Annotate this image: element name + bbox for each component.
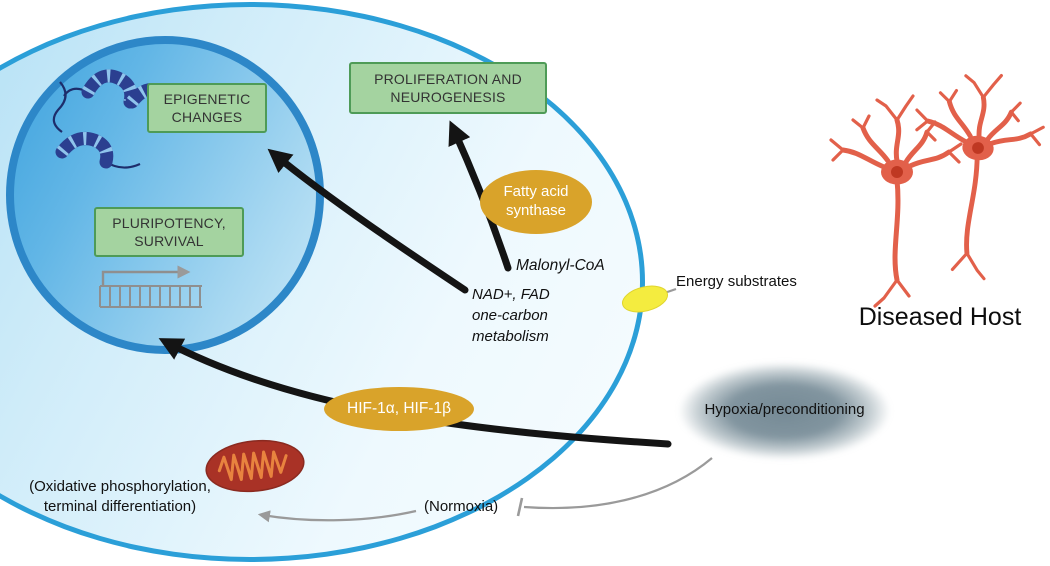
proliferation-neurogenesis-box: PROLIFERATION AND NEUROGENESIS	[349, 62, 547, 114]
diseased-neurons-icon	[829, 73, 1045, 308]
diseased-host-label: Diseased Host	[858, 303, 1022, 331]
hif-pill: HIF-1α, HIF-1β	[324, 387, 474, 431]
epigenetic-changes-box: EPIGENETIC CHANGES	[147, 83, 267, 133]
inhibition-hypoxia-to-normoxia	[516, 457, 713, 517]
pluripotency-survival-label: PLURIPOTENCY, SURVIVAL	[112, 214, 226, 249]
proliferation-neurogenesis-label: PROLIFERATION AND NEUROGENESIS	[374, 70, 522, 105]
fatty-acid-synthase-pill: Fatty acid synthase	[480, 170, 592, 234]
arrow-metabolism-to-epigenetic	[267, 148, 469, 294]
malonyl-coa-label: Malonyl-CoA	[516, 257, 605, 274]
arrow-normoxia-to-oxphos	[257, 509, 417, 523]
oxidative-phosphorylation-label: (Oxidative phosphorylation, terminal dif…	[29, 478, 211, 516]
hif-label: HIF-1α, HIF-1β	[347, 400, 451, 418]
metabolism-label: NAD+, FAD one-carbon metabolism	[472, 286, 550, 345]
mitochondrion-icon	[205, 439, 305, 493]
hypoxia-cloud	[652, 350, 917, 472]
energy-substrates-label: Energy substrates	[676, 273, 797, 290]
gene-promoter-icon	[99, 265, 202, 308]
neuron-icon	[829, 94, 963, 308]
membrane-transporter-icon	[621, 285, 669, 313]
hypoxia-label: Hypoxia/preconditioning	[704, 401, 865, 418]
pluripotency-survival-box: PLURIPOTENCY, SURVIVAL	[94, 207, 244, 257]
neuron-icon	[915, 73, 1045, 281]
normoxia-label: (Normoxia)	[424, 498, 499, 515]
epigenetic-changes-label: EPIGENETIC CHANGES	[163, 90, 251, 125]
fatty-acid-synthase-label: Fatty acid synthase	[503, 183, 569, 219]
